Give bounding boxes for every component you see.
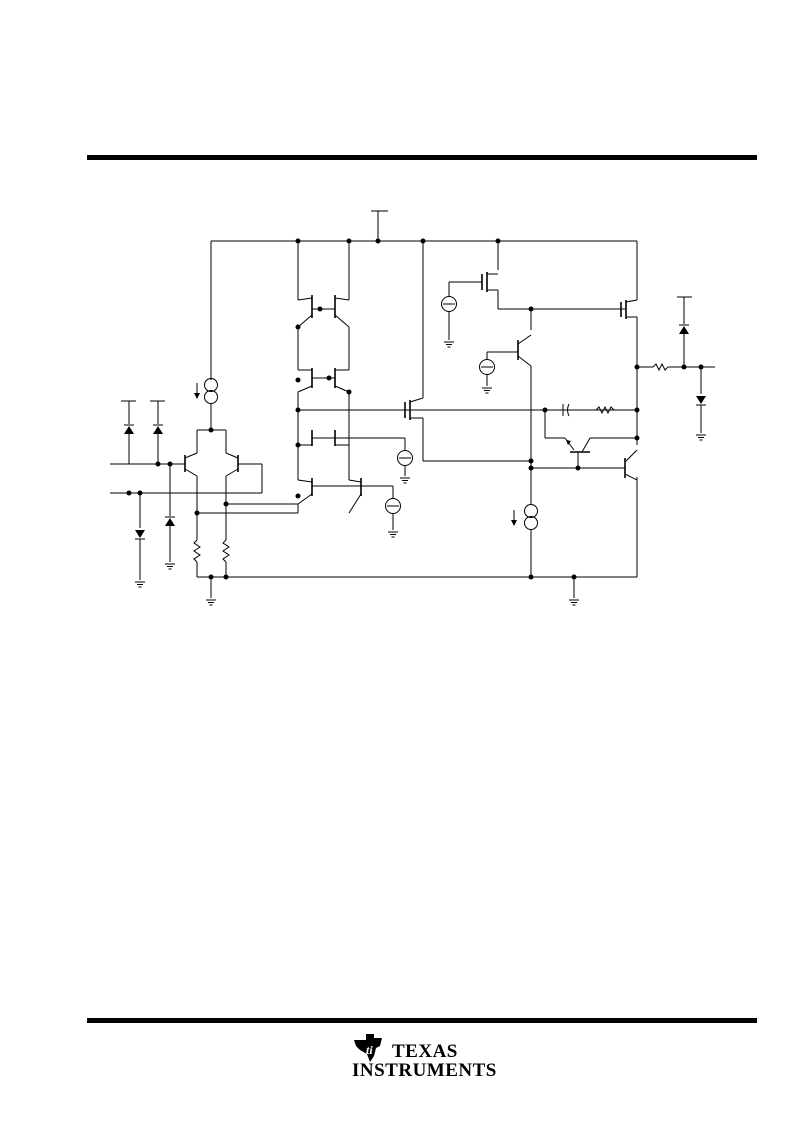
capacitor-icon [544, 403, 637, 439]
svg-text:ti: ti [366, 1043, 373, 1057]
logo-line1: TEXAS [392, 1041, 458, 1062]
texas-instruments-logo-icon: ti [354, 1034, 382, 1062]
output-network [637, 296, 715, 441]
supply-rail [210, 210, 638, 380]
footer-rule [87, 1018, 757, 1023]
junction-dots [126, 238, 704, 580]
input-transistor-pair [184, 429, 298, 540]
pmos-transistor-icon [404, 241, 531, 462]
bias-current-sources [385, 281, 518, 538]
header-rule [87, 155, 757, 160]
texas-instruments-logo: ti TEXAS INSTRUMENTS [352, 1032, 496, 1082]
input-protection-diodes [110, 400, 262, 588]
output-current-source-icon [511, 504, 538, 577]
npn-transistor-icon [481, 241, 638, 505]
output-transistors [531, 437, 638, 481]
ground-rail [197, 477, 638, 606]
resistor-icon [193, 539, 230, 577]
current-source-icon [194, 378, 218, 430]
logo-line2: INSTRUMENTS [352, 1060, 497, 1081]
